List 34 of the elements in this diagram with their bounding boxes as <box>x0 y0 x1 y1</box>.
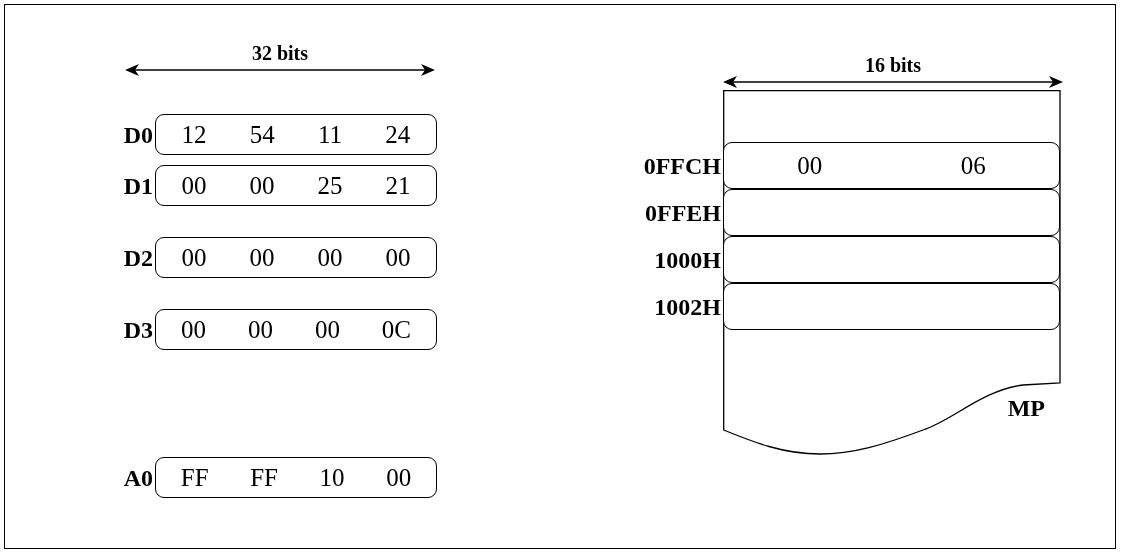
register-label: 1000H <box>654 246 721 273</box>
register-value: 00 <box>386 465 412 490</box>
register-value: 11 <box>318 122 343 147</box>
dimension-label: 32 bits <box>251 42 309 65</box>
register-value: 54 <box>249 122 275 147</box>
register-label: A0 <box>123 464 153 491</box>
register-label: D0 <box>123 121 153 148</box>
cell-value: 06 <box>960 153 986 178</box>
register-value: 21 <box>385 173 411 198</box>
register-value: 00 <box>249 173 275 198</box>
register-label: 1002H <box>654 293 721 320</box>
register-value: 00 <box>314 317 340 342</box>
register-value: FF <box>180 465 209 490</box>
register-label: D1 <box>123 172 153 199</box>
register-value: 10 <box>319 465 345 490</box>
register-value: 12 <box>181 122 207 147</box>
cell-value: 00 <box>797 153 823 178</box>
register-label: D2 <box>123 244 153 271</box>
register-value: 0C <box>381 317 411 342</box>
register-value: 00 <box>317 245 343 270</box>
register-value: 25 <box>317 173 343 198</box>
register-value: 00 <box>181 245 207 270</box>
register-value: 00 <box>180 317 206 342</box>
memory-label: MP <box>1007 395 1045 422</box>
register-label: D3 <box>123 316 153 343</box>
register-value: 00 <box>181 173 207 198</box>
register-value: 00 <box>249 245 275 270</box>
register-label: 0FFEH <box>645 199 721 226</box>
register-label: 0FFCH <box>643 152 721 179</box>
register-value: 00 <box>247 317 273 342</box>
dimension-label: 16 bits <box>864 54 922 77</box>
register-value: 00 <box>385 245 411 270</box>
register-value: 24 <box>385 122 411 147</box>
register-value: FF <box>250 465 278 490</box>
